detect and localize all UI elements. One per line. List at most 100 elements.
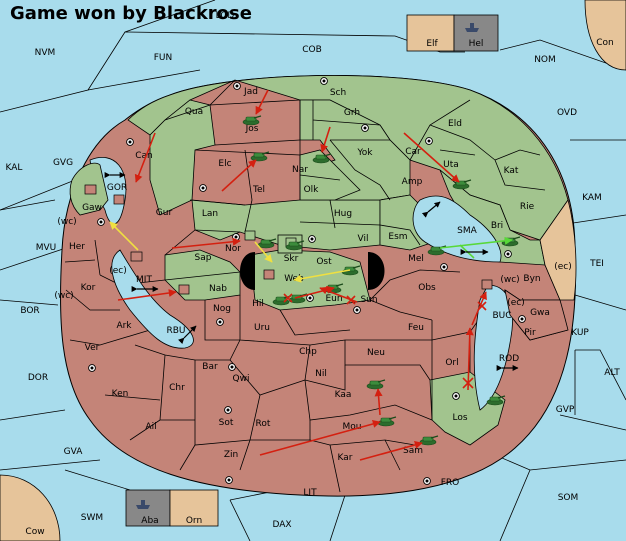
yellow-support-orders	[109, 221, 351, 283]
supply-center-icon	[320, 77, 328, 85]
label-ovd: OVD	[557, 108, 577, 118]
label-tei: TEI	[589, 259, 604, 269]
label-elf: Elf	[426, 39, 438, 49]
supply-center-icon	[224, 406, 232, 414]
label-uta: Uta	[443, 160, 459, 170]
label-gvg: GVG	[53, 158, 73, 168]
supply-center-icon	[440, 263, 448, 271]
label-orl: Orl	[445, 358, 458, 368]
supply-center-icon	[232, 233, 240, 241]
supply-center-icon	[425, 137, 433, 145]
label-eld: Eld	[448, 119, 462, 129]
label-nar: Nar	[292, 165, 308, 175]
label-hel: Hel	[469, 39, 484, 49]
label-fro: FRO	[441, 478, 460, 488]
label-rbu: RBU	[166, 326, 185, 336]
label-orn: Orn	[186, 516, 202, 526]
label-ver: Ver	[85, 343, 100, 353]
label-lod: LOD	[216, 11, 235, 21]
supply-center-icon	[216, 318, 224, 326]
label-wc: (wc)	[500, 275, 519, 285]
label-gor: GOR	[107, 183, 127, 193]
label-sch: Sch	[330, 88, 346, 98]
label-ken: Ken	[112, 389, 129, 399]
supply-center-icon	[308, 235, 316, 243]
supply-center-icon	[126, 138, 134, 146]
label-fun: FUN	[154, 53, 173, 63]
label-neu: Neu	[367, 348, 385, 358]
label-chr: Chr	[169, 383, 185, 393]
label-eun: Eun	[325, 294, 342, 304]
label-los: Los	[452, 413, 467, 423]
supply-center-icon	[423, 477, 431, 485]
label-qwi: Qwi	[233, 374, 250, 384]
label-can: Can	[135, 151, 153, 161]
label-buc: BUC	[492, 311, 511, 321]
label-qua: Qua	[185, 107, 203, 117]
label-sap: Sap	[195, 253, 212, 263]
label-cob: COB	[302, 45, 322, 55]
label-rie: Rie	[520, 202, 535, 212]
label-sun: Sun	[360, 295, 377, 305]
label-bar: Bar	[202, 362, 218, 372]
label-sot: Sot	[219, 418, 234, 428]
supply-center-icon	[306, 294, 314, 302]
label-rod: ROD	[499, 354, 519, 364]
label-kor: Kor	[81, 283, 96, 293]
ship-icon	[136, 500, 150, 509]
sea-labels: NVM FUN COB NOM OVD KAL GVG KAM MVU TEI …	[6, 11, 621, 530]
supply-center-icon	[88, 364, 96, 372]
double-arrow-icons	[104, 172, 519, 371]
land-labels: Jad Sch Qua Jos Grh Eld Can Elc Nar Yok …	[69, 87, 550, 463]
label-gva: GVA	[64, 447, 84, 457]
label-ec: (ec)	[507, 298, 525, 308]
label-tel: Tel	[252, 185, 265, 195]
label-rot: Rot	[256, 419, 271, 429]
label-ec: (ec)	[554, 262, 572, 272]
label-gur: Gur	[156, 208, 173, 218]
label-con: Con	[596, 38, 614, 48]
game-status-title: Game won by Blackrose	[10, 3, 252, 24]
failed-order-marks	[283, 293, 487, 389]
label-gwa: Gwa	[530, 308, 550, 318]
label-sam: Sam	[403, 446, 423, 456]
label-mou: Mou	[343, 422, 362, 432]
supply-center-icon	[225, 476, 233, 484]
label-ail: Ail	[145, 422, 156, 432]
corner-box-hel: Hel	[453, 14, 499, 52]
label-som: SOM	[558, 493, 579, 503]
label-feu: Feu	[408, 323, 424, 333]
label-mel: Mel	[408, 254, 424, 264]
supply-center-icon	[97, 218, 105, 226]
supply-center-icon	[233, 82, 241, 90]
supply-center-icon	[452, 392, 460, 400]
label-ost: Ost	[316, 257, 332, 267]
label-kaa: Kaa	[335, 390, 352, 400]
label-obs: Obs	[418, 283, 436, 293]
label-kam: KAM	[582, 193, 602, 203]
label-aba: Aba	[141, 516, 158, 526]
label-elc: Elc	[218, 159, 231, 169]
label-jos: Jos	[245, 124, 259, 134]
label-gaw: Gaw	[82, 203, 102, 213]
label-hug: Hug	[334, 209, 352, 219]
supply-center-icon	[504, 250, 512, 258]
label-dax: DAX	[272, 520, 291, 530]
label-gvp: GVP	[556, 405, 575, 415]
label-olk: Olk	[304, 185, 320, 195]
label-kat: Kat	[504, 166, 519, 176]
label-her: Her	[69, 242, 85, 252]
label-jad: Jad	[243, 87, 258, 97]
label-alt: ALT	[604, 368, 620, 378]
label-esm: Esm	[388, 232, 407, 242]
supply-center-icon	[353, 306, 361, 314]
label-chp: Chp	[299, 347, 317, 357]
label-nog: Nog	[213, 304, 231, 314]
supply-center-icon	[361, 124, 369, 132]
supply-center-icon	[199, 184, 207, 192]
eastern-strip	[539, 199, 577, 301]
label-nor: Nor	[225, 244, 241, 254]
coast-markers: (wc) (ec) (wc) (wc) (ec) (ec)	[54, 217, 571, 308]
label-mit: MIT	[136, 275, 152, 285]
label-bor: BOR	[20, 306, 39, 316]
